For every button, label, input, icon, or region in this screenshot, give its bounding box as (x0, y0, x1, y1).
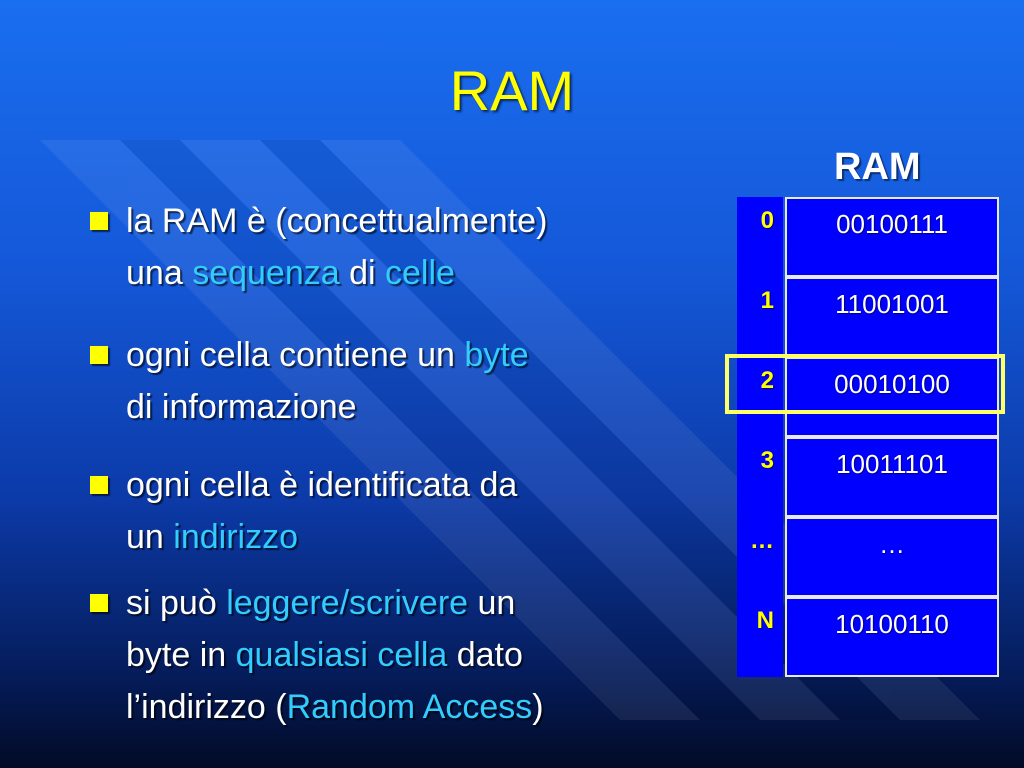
bullet-text: un (126, 518, 174, 556)
ram-cell-value: 00010100 (785, 357, 999, 437)
ram-row: 3 10011101 (737, 437, 999, 517)
bullet-text: si può (126, 584, 227, 622)
ram-cell-value: 11001001 (785, 277, 999, 357)
highlight-byte: byte (464, 336, 529, 374)
square-bullet-icon (90, 476, 108, 494)
highlight-random-access: Random Access (286, 688, 533, 726)
ram-address: … (737, 517, 783, 597)
highlight-sequenza: sequenza (192, 254, 340, 292)
slide-title: RAM (449, 59, 575, 122)
square-bullet-icon (90, 594, 108, 612)
ram-address: 1 (737, 277, 783, 357)
square-bullet-icon (90, 212, 108, 230)
ram-row: 2 00010100 (737, 357, 999, 437)
bullet-item-byte: ogni cella contiene un byte di informazi… (90, 329, 529, 433)
ram-row: … … (737, 517, 999, 597)
bullet-text: una (126, 254, 193, 292)
ram-cell-value: … (785, 517, 999, 597)
bullet-text: byte in (126, 636, 236, 674)
bullet-text: ) (532, 688, 544, 726)
ram-address: 0 (737, 197, 783, 277)
bullet-text: di (339, 254, 386, 292)
ram-cell-value: 00100111 (785, 197, 999, 277)
bullet-text: dato (447, 636, 523, 674)
bullet-text: di informazione (126, 388, 357, 426)
bullet-text: un (468, 584, 516, 622)
bullet-item-address: ogni cella è identificata da un indirizz… (90, 459, 517, 563)
bullet-text: ogni cella contiene un (126, 336, 465, 374)
ram-address: 2 (737, 357, 783, 437)
ram-address: N (737, 597, 783, 677)
highlight-qualsiasi-cella: qualsiasi cella (235, 636, 448, 674)
bullet-text: ogni cella è identificata da (126, 466, 518, 504)
ram-cell-value: 10011101 (785, 437, 999, 517)
highlight-celle: celle (385, 254, 455, 292)
ram-row: N 10100110 (737, 597, 999, 677)
selected-cell-highlight (725, 354, 1005, 414)
ram-address: 3 (737, 437, 783, 517)
bullet-text: l’indirizzo ( (126, 688, 287, 726)
highlight-indirizzo: indirizzo (173, 518, 298, 556)
ram-row: 1 11001001 (737, 277, 999, 357)
bullet-item-random-access: si può leggere/scrivere un byte in quals… (90, 577, 544, 733)
bullet-item-ram-sequence: la RAM è (concettualmente) una sequenza … (90, 195, 547, 299)
ram-row: 0 00100111 (737, 197, 999, 277)
ram-diagram-label: RAM (834, 146, 921, 188)
square-bullet-icon (90, 346, 108, 364)
ram-cell-value: 10100110 (785, 597, 999, 677)
highlight-leggere-scrivere: leggere/scrivere (226, 584, 469, 622)
bullet-text: la RAM è (concettualmente) (126, 202, 548, 240)
